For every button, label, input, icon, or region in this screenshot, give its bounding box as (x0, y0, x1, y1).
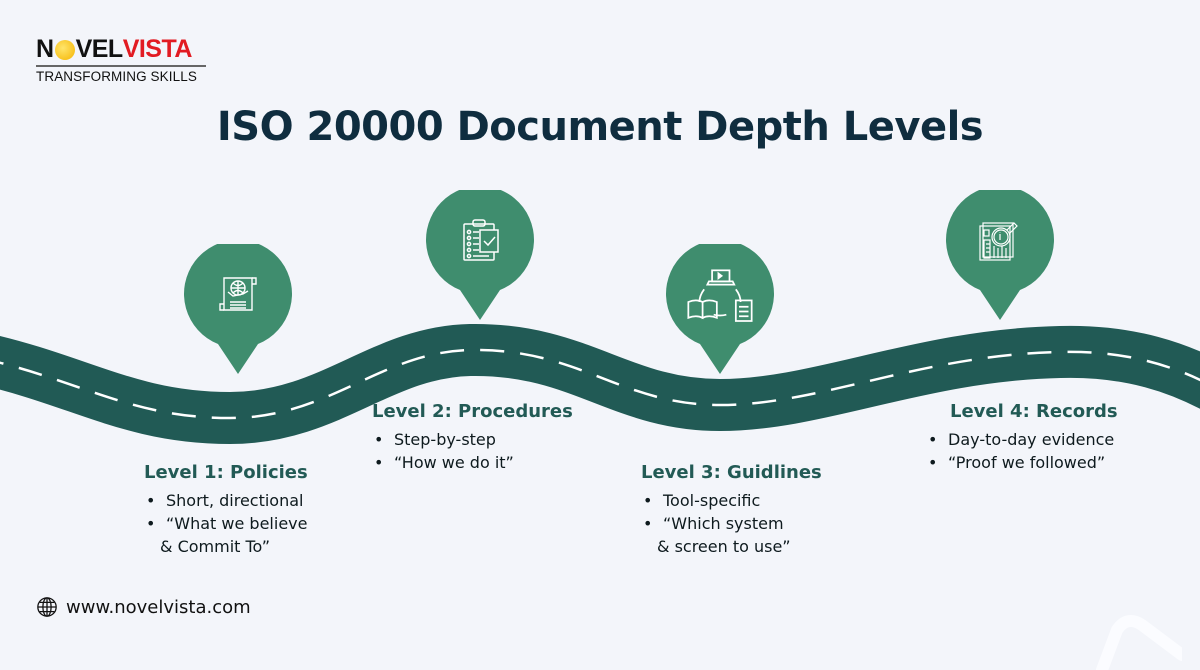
report-magnifier-icon (979, 222, 1018, 261)
level-3-bullet: “Which system (641, 512, 822, 535)
level-4-bullets: Day-to-day evidence “Proof we followed” (926, 428, 1118, 474)
level-1-heading: Level 1: Policies (144, 462, 308, 483)
level-1-bullet: Short, directional (144, 489, 308, 512)
level-4-bullet: Day-to-day evidence (926, 428, 1118, 451)
logo-wordmark: N VEL VISTA (36, 36, 208, 62)
level-1-bullet-continuation: & Commit To” (160, 537, 271, 556)
level-4-heading: Level 4: Records (950, 401, 1118, 422)
logo-medal-icon (54, 40, 75, 60)
winding-road (0, 323, 1200, 445)
level-4-block: Level 4: Records Day-to-day evidence “Pr… (926, 401, 1118, 474)
logo-letter-n: N (36, 35, 54, 63)
level-1-block: Level 1: Policies Short, directional “Wh… (144, 462, 308, 558)
handshake-globe-document-icon (219, 277, 257, 311)
level-3-bullets: Tool-specific “Which system & screen to … (641, 489, 822, 558)
novelvista-logo: N VEL VISTA TRANSFORMING SKILLS (36, 36, 208, 84)
road-center-line (0, 348, 1200, 420)
laptop-book-checklist-cycle-icon (687, 269, 753, 322)
logo-text-red: VISTA (122, 35, 193, 63)
level-2-block: Level 2: Procedures Step-by-step “How we… (372, 401, 573, 474)
level-3-block: Level 3: Guidlines Tool-specific “Which … (641, 462, 822, 558)
level-3-bullet: Tool-specific (641, 489, 822, 512)
logo-tagline: TRANSFORMING SKILLS (36, 69, 197, 84)
logo-divider (36, 65, 206, 67)
globe-icon (37, 597, 57, 617)
level-2-bullets: Step-by-step “How we do it” (372, 428, 573, 474)
level-1-bullet: “What we believe (144, 512, 308, 535)
pin-level-4 (946, 190, 1054, 322)
level-2-heading: Level 2: Procedures (372, 401, 573, 422)
logo-text-dark: VEL (75, 35, 124, 63)
pin-level-2 (426, 190, 534, 322)
clipboard-checklist-icon (463, 219, 499, 261)
footer-website: www.novelvista.com (36, 596, 251, 618)
pin-level-3 (666, 244, 774, 376)
level-3-bullet-continuation: & screen to use” (657, 537, 791, 556)
pin-level-1 (184, 244, 292, 376)
website-link[interactable]: www.novelvista.com (66, 596, 251, 618)
level-3-heading: Level 3: Guidlines (641, 462, 822, 483)
level-4-bullet: “Proof we followed” (926, 451, 1118, 474)
level-1-bullets: Short, directional “What we believe & Co… (144, 489, 308, 558)
page-title: ISO 20000 Document Depth Levels (216, 104, 984, 150)
level-2-bullet: “How we do it” (372, 451, 573, 474)
decorative-shape (1096, 615, 1182, 670)
level-2-bullet: Step-by-step (372, 428, 573, 451)
